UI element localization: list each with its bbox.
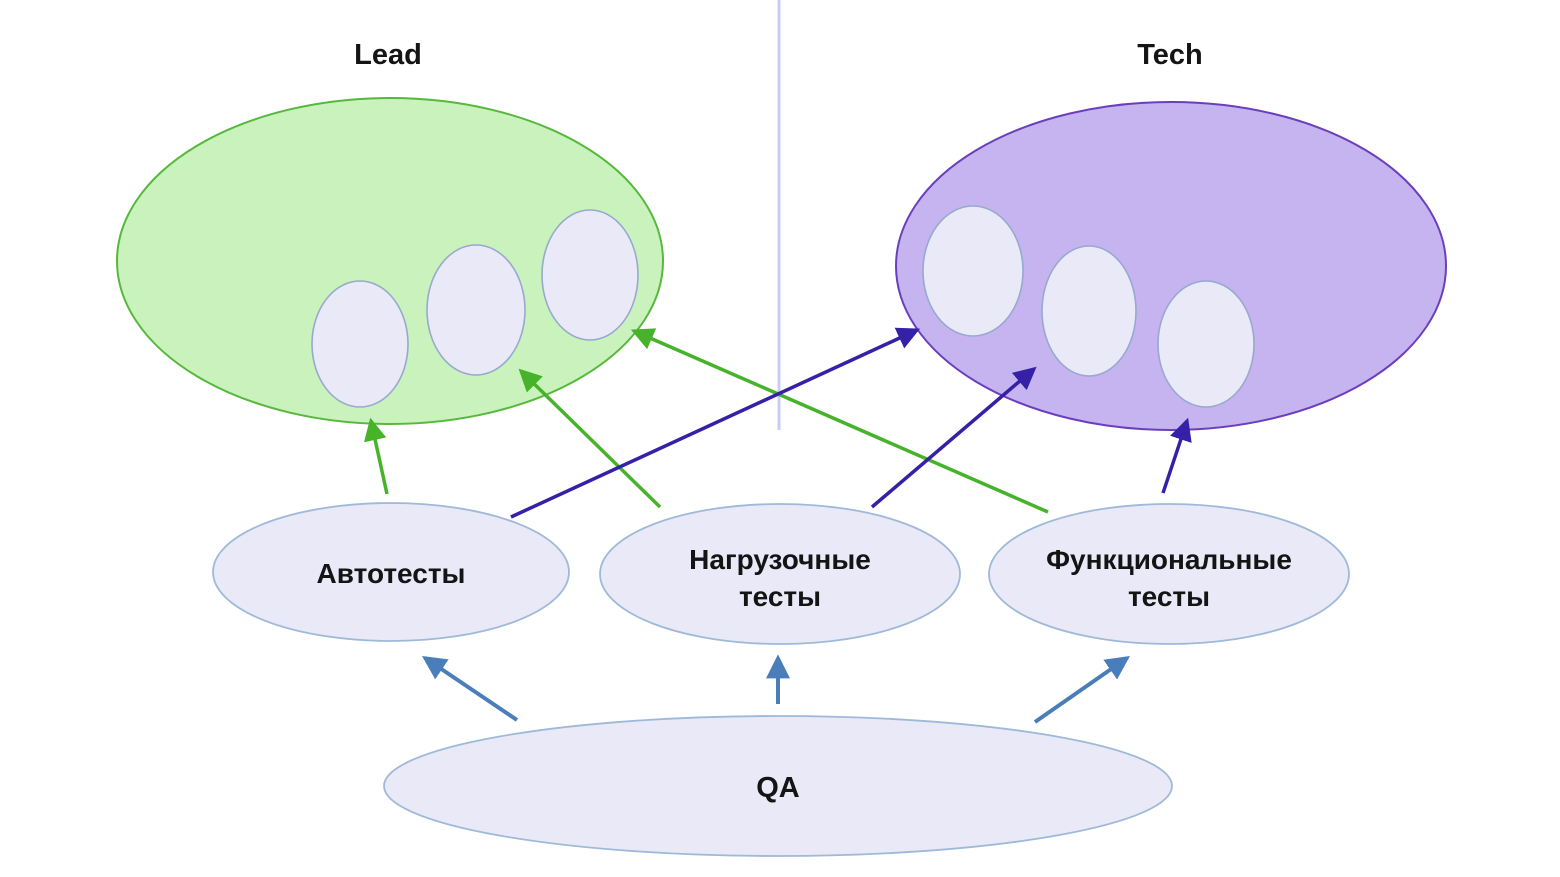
edge-load-tests-to-lead bbox=[518, 368, 662, 509]
node-autotests: Автотесты bbox=[212, 502, 570, 642]
lead-group-title: Lead bbox=[354, 39, 422, 71]
node-functional-tests-label-line2: тесты bbox=[1128, 581, 1210, 612]
edge-qa-to-autotests bbox=[422, 655, 519, 722]
tech-member-oval-3 bbox=[1157, 280, 1255, 408]
edge-qa-to-functional-tests bbox=[1033, 655, 1130, 724]
edge-autotests-to-tech bbox=[510, 327, 921, 519]
node-load-tests: Нагрузочные тесты bbox=[599, 503, 961, 645]
node-qa: QA bbox=[383, 715, 1173, 857]
node-autotests-ellipse bbox=[212, 502, 570, 642]
node-functional-tests: Функциональные тесты bbox=[988, 503, 1350, 645]
lead-member-oval-2 bbox=[426, 244, 526, 376]
node-load-tests-ellipse bbox=[599, 503, 961, 645]
edge-functional-tests-to-tech bbox=[1161, 417, 1192, 494]
edge-load-tests-to-tech bbox=[870, 366, 1037, 509]
tech-member-oval-1 bbox=[922, 205, 1024, 337]
node-qa-ellipse bbox=[383, 715, 1173, 857]
tech-member-oval-2 bbox=[1041, 245, 1137, 377]
lead-member-oval-3 bbox=[541, 209, 639, 341]
node-load-tests-label-line1: Нагрузочные bbox=[689, 544, 871, 575]
edge-autotests-to-lead bbox=[364, 417, 389, 495]
node-functional-tests-ellipse bbox=[988, 503, 1350, 645]
tech-group-title: Tech bbox=[1137, 39, 1203, 71]
edge-functional-tests-to-lead bbox=[630, 328, 1049, 514]
node-autotests-label: Автотесты bbox=[317, 558, 466, 589]
node-load-tests-label-line2: тесты bbox=[739, 581, 821, 612]
node-functional-tests-label-line1: Функциональные bbox=[1046, 544, 1292, 575]
lead-group-ellipse bbox=[116, 97, 664, 425]
node-qa-label: QA bbox=[756, 772, 800, 804]
lead-member-oval-1 bbox=[311, 280, 409, 408]
